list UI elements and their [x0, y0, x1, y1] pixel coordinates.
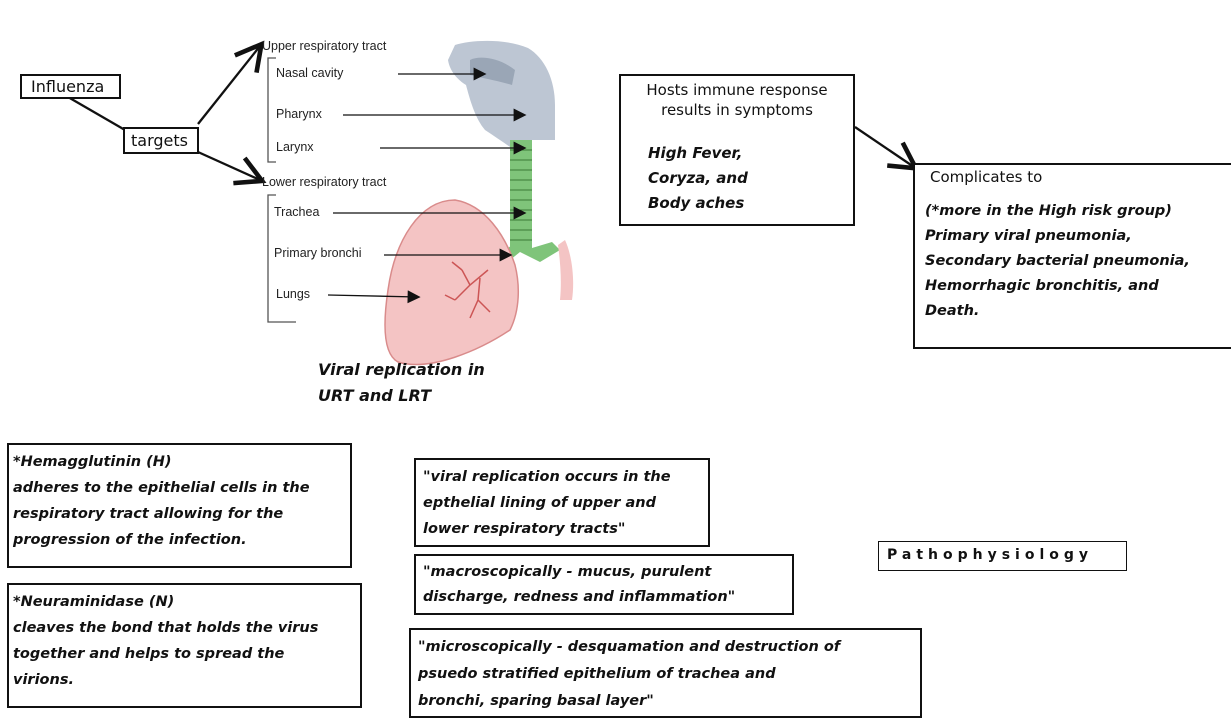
pathophysiology-title: Pathophysiology: [887, 547, 1093, 563]
hosts-response-title: Hosts immune response results in symptom…: [621, 80, 853, 120]
anatomy-brackets: [268, 58, 296, 322]
targets-label: targets: [131, 131, 188, 150]
complicates-title: Complicates to: [930, 168, 1042, 186]
lungs-label: Lungs: [276, 287, 310, 301]
pharynx-label: Pharynx: [276, 107, 322, 121]
nasal-cavity-label: Nasal cavity: [276, 66, 343, 80]
pathophysiology-box: Pathophysiology: [878, 541, 1127, 571]
influenza-box: Influenza: [20, 74, 121, 99]
microscopic-quote-box: "microscopically - desquamation and dest…: [409, 628, 922, 718]
replication-quote-box: "viral replication occurs in the eptheli…: [414, 458, 710, 547]
neuraminidase-box: *Neuraminidase (N) cleaves the bond that…: [7, 583, 362, 708]
respiratory-illustration: [385, 41, 573, 365]
lung-shape: [385, 200, 518, 364]
viral-replication-caption: Viral replication in URT and LRT: [318, 357, 485, 409]
trachea-label: Trachea: [274, 205, 319, 219]
hemagglutinin-box: *Hemagglutinin (H) adheres to the epithe…: [7, 443, 352, 568]
primary-bronchi-label: Primary bronchi: [274, 246, 362, 260]
head-airway-shape: [448, 41, 555, 160]
symptoms-list: High Fever, Coryza, and Body aches: [648, 141, 748, 216]
complicates-box: Complicates to (*more in the High risk g…: [913, 163, 1231, 349]
complications-list: (*more in the High risk group) Primary v…: [925, 199, 1190, 324]
macroscopic-quote-box: "macroscopically - mucus, purulent disch…: [414, 554, 794, 615]
hosts-response-box: Hosts immune response results in symptom…: [619, 74, 855, 226]
larynx-label: Larynx: [276, 140, 314, 154]
upper-tract-label: Upper respiratory tract: [262, 39, 386, 53]
influenza-label: Influenza: [31, 77, 104, 96]
targets-box: targets: [123, 127, 199, 154]
right-lung-edge: [558, 240, 573, 300]
trachea-shape: [510, 140, 532, 248]
lower-tract-label: Lower respiratory tract: [262, 175, 386, 189]
